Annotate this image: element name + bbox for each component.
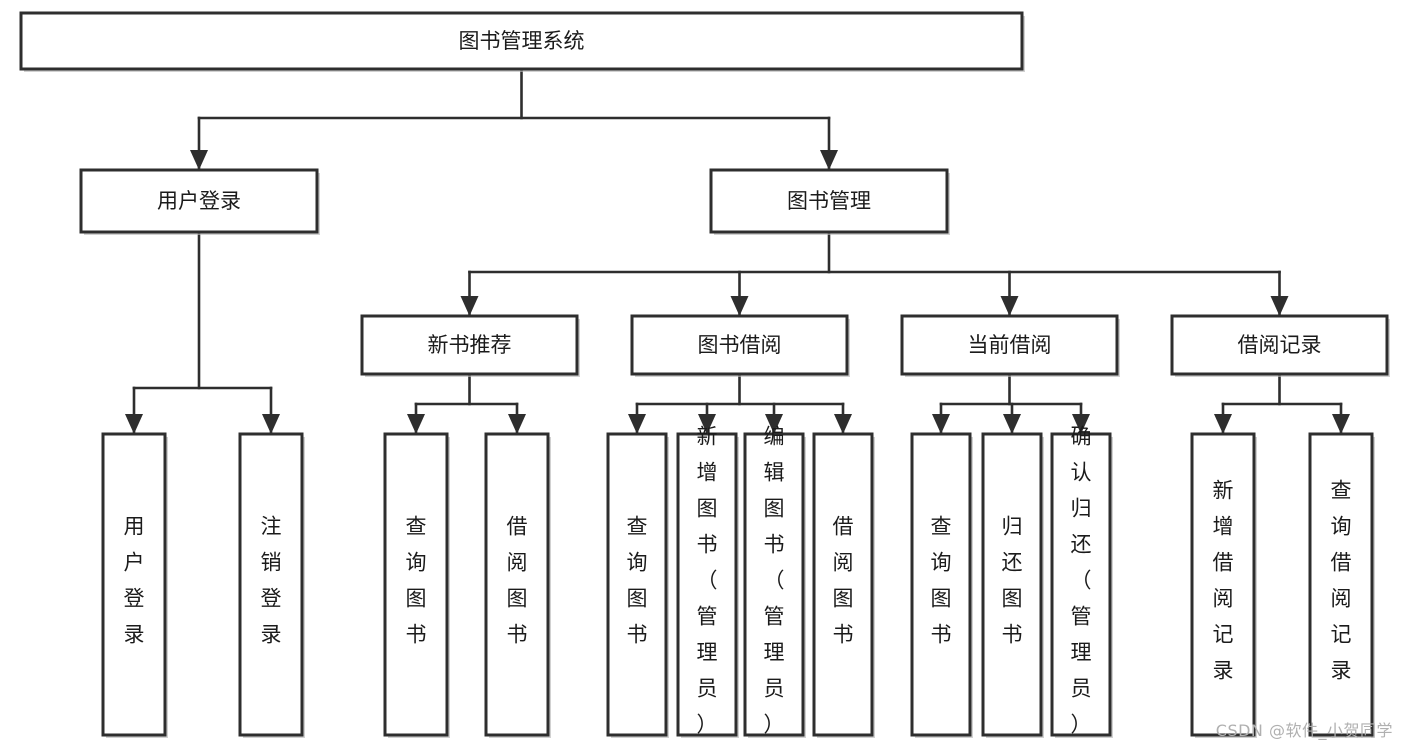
arrow-head-icon: [190, 150, 208, 170]
edge-group-new-book-recommend: [407, 372, 526, 435]
node-label: 图书管理系统: [459, 29, 585, 53]
node-leaf-return-book[interactable]: 归还图书: [981, 432, 1044, 738]
node-leaf-add-borrow-record[interactable]: 新增借阅记录: [1190, 432, 1257, 738]
node-label: 查询图书: [627, 515, 648, 647]
node-label: 确认归还（管理员）: [1071, 425, 1092, 737]
node-label: 用户登录: [124, 515, 145, 647]
node-borrow-record[interactable]: 借阅记录: [1170, 314, 1390, 377]
arrow-head-icon: [125, 414, 143, 434]
node-label: 图书借阅: [698, 333, 782, 357]
node-leaf-borrow-book-1[interactable]: 借阅图书: [484, 432, 551, 738]
arrow-head-icon: [932, 414, 950, 434]
node-label: 新增图书（管理员）: [697, 425, 718, 737]
node-label: 新增借阅记录: [1213, 479, 1234, 683]
node-current-borrow[interactable]: 当前借阅: [900, 314, 1120, 377]
node-user-login[interactable]: 用户登录: [79, 168, 320, 235]
node-label: 查询借阅记录: [1331, 479, 1352, 683]
arrow-head-icon: [1270, 296, 1289, 316]
arrow-head-icon: [508, 414, 526, 434]
node-label: 图书管理: [787, 189, 871, 213]
node-leaf-borrow-book-2[interactable]: 借阅图书: [812, 432, 875, 738]
node-label: 编辑图书（管理员）: [764, 425, 785, 737]
arrow-head-icon: [765, 414, 783, 434]
node-label: 用户登录: [157, 189, 241, 213]
arrow-head-icon: [834, 414, 852, 434]
arrow-head-icon: [730, 296, 749, 316]
node-label: 借阅记录: [1238, 333, 1322, 357]
node-leaf-edit-book-admin[interactable]: 编辑图书（管理员）: [743, 425, 806, 739]
node-label: 借阅图书: [507, 515, 528, 647]
edge-group-root: [190, 67, 838, 171]
node-leaf-query-book-2[interactable]: 查询图书: [606, 432, 669, 738]
edge-group-current-borrow: [932, 372, 1090, 435]
node-label: 借阅图书: [833, 515, 854, 647]
node-root[interactable]: 图书管理系统: [19, 11, 1025, 72]
node-label: 查询图书: [406, 515, 427, 647]
edge-group-user-login: [125, 230, 280, 435]
edge-group-borrow-record: [1214, 372, 1350, 435]
node-label: 注销登录: [261, 515, 282, 647]
arrow-head-icon: [698, 414, 716, 434]
node-leaf-add-book-admin[interactable]: 新增图书（管理员）: [676, 425, 739, 739]
node-leaf-query-book-3[interactable]: 查询图书: [910, 432, 973, 738]
connector-layer: [125, 67, 1350, 435]
node-leaf-user-login[interactable]: 用户登录: [101, 432, 168, 738]
node-leaf-user-logout[interactable]: 注销登录: [238, 432, 305, 738]
node-leaf-query-book-1[interactable]: 查询图书: [383, 432, 450, 738]
node-leaf-confirm-return-admin[interactable]: 确认归还（管理员）: [1050, 425, 1113, 739]
node-layer: 图书管理系统用户登录图书管理新书推荐图书借阅当前借阅借阅记录用户登录注销登录查询…: [19, 11, 1390, 739]
node-label: 查询图书: [931, 515, 952, 647]
node-label: 当前借阅: [968, 333, 1052, 357]
arrow-head-icon: [262, 414, 280, 434]
node-book-borrow[interactable]: 图书借阅: [630, 314, 850, 377]
arrow-head-icon: [407, 414, 425, 434]
node-new-book-recommend[interactable]: 新书推荐: [360, 314, 580, 377]
arrow-head-icon: [1072, 414, 1090, 434]
arrow-head-icon: [1000, 296, 1019, 316]
arrow-head-icon: [1332, 414, 1350, 434]
arrow-head-icon: [1003, 414, 1021, 434]
node-label: 归还图书: [1002, 515, 1023, 647]
node-label: 新书推荐: [428, 333, 512, 357]
node-leaf-query-borrow-record[interactable]: 查询借阅记录: [1308, 432, 1375, 738]
arrow-head-icon: [460, 296, 479, 316]
node-book-manage[interactable]: 图书管理: [709, 168, 950, 235]
arrow-head-icon: [628, 414, 646, 434]
edge-group-book-borrow: [628, 372, 852, 435]
arrow-head-icon: [1214, 414, 1232, 434]
arrow-head-icon: [820, 150, 838, 170]
edge-group-book-manage: [460, 230, 1289, 317]
